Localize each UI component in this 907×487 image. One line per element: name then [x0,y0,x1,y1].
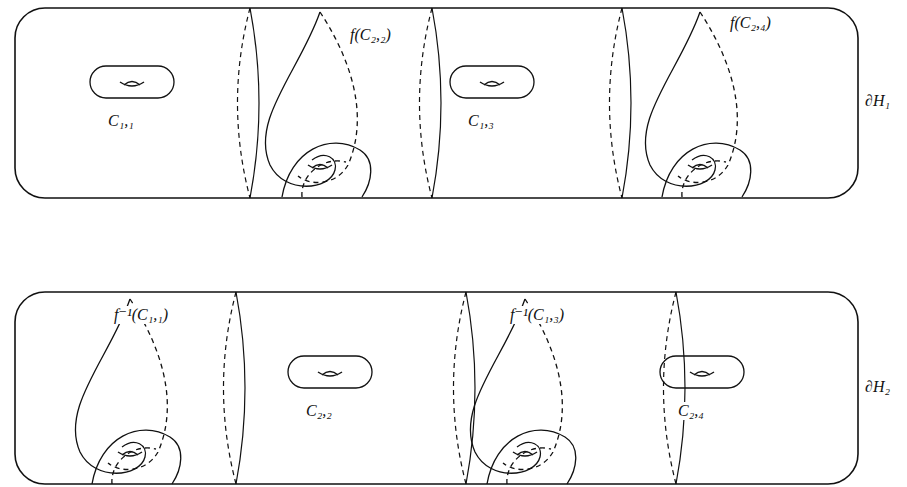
surface-label: ∂H₂ [863,378,892,396]
curve-label: C₁,₁ [106,112,136,130]
curve-label: f⁻¹(C₁,₁) [112,306,170,324]
curve-label: C₂,₄ [676,402,706,420]
curve-label: C₁,₃ [466,112,496,130]
curve-label: f(C₂,₂) [348,26,393,44]
curve-label: f(C₂,₄) [728,14,773,32]
curve-label: C₂,₂ [304,402,334,420]
curve-label: f⁻¹(C₁,₃) [508,306,566,324]
surface-label: ∂H₁ [863,92,892,110]
